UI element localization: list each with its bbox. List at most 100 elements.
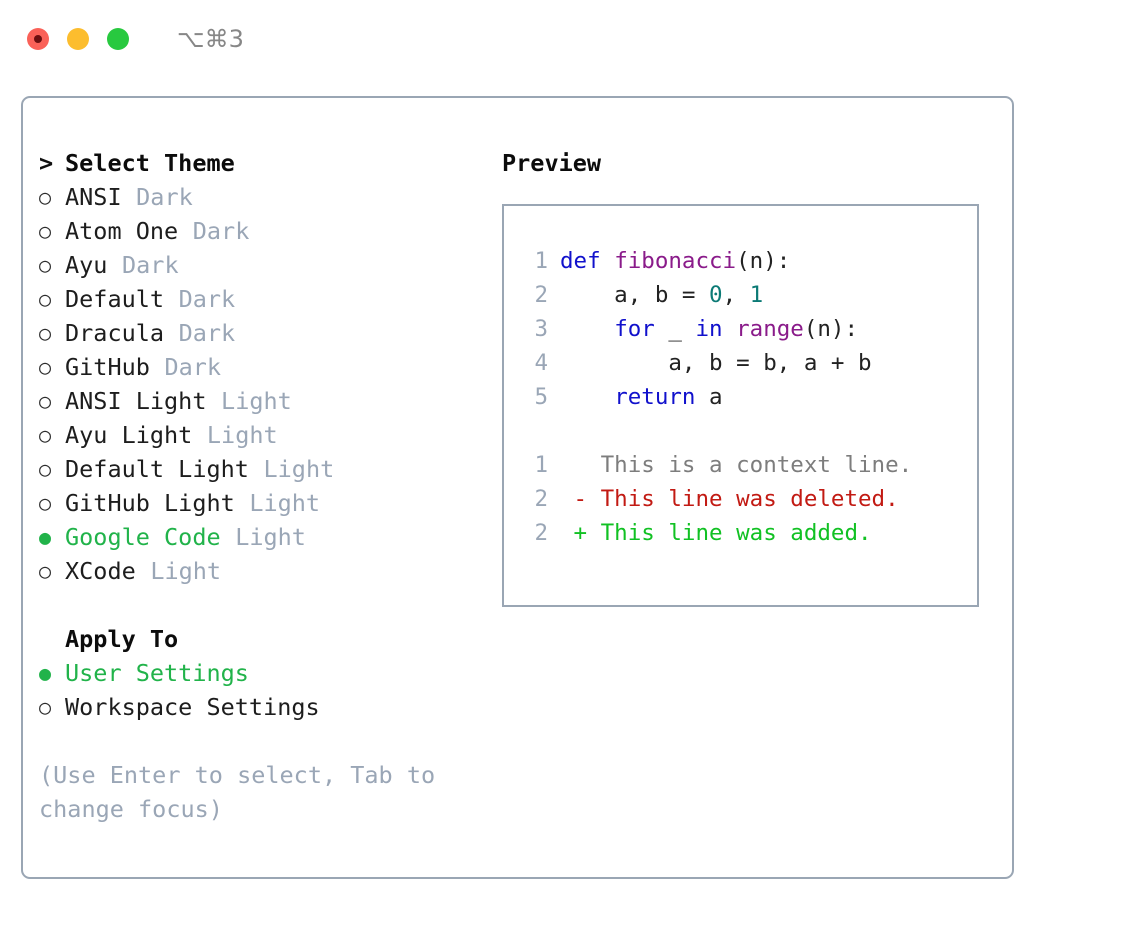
theme-name: Dracula bbox=[65, 319, 165, 347]
theme-name: Atom One bbox=[65, 217, 179, 245]
theme-name: ANSI bbox=[65, 183, 122, 211]
theme-variant-badge: Dark bbox=[178, 285, 236, 313]
line-number: 4 bbox=[534, 350, 548, 376]
line-number: 1 bbox=[534, 452, 548, 478]
line-number: 2 bbox=[534, 520, 548, 546]
code-token: This is a context line. bbox=[560, 452, 913, 478]
theme-variant-badge: Dark bbox=[192, 217, 250, 245]
maximize-window-button[interactable] bbox=[107, 28, 129, 50]
code-blank-line bbox=[504, 414, 977, 448]
theme-variant-badge: Light bbox=[150, 557, 222, 585]
apply-to-options: ●User Settings ○ Workspace Settings bbox=[39, 656, 469, 724]
radio-unselected-icon: ○ bbox=[39, 253, 52, 277]
radio-unselected-icon: ○ bbox=[39, 423, 52, 447]
theme-variant-badge: Light bbox=[249, 489, 321, 517]
theme-list-item[interactable]: ○ Ayu Light Light bbox=[39, 418, 469, 452]
theme-name: Google Code bbox=[65, 523, 221, 551]
code-line-text: This is a context line. bbox=[560, 448, 913, 482]
line-number: 5 bbox=[534, 384, 548, 410]
code-line-text: return a bbox=[560, 380, 723, 414]
code-token bbox=[560, 384, 614, 410]
radio-unselected-icon: ○ bbox=[39, 355, 52, 379]
code-token: + This line was added. bbox=[560, 520, 872, 546]
diff-line: 2 - This line was deleted. bbox=[504, 482, 977, 516]
theme-variant-badge: Dark bbox=[164, 353, 222, 381]
select-theme-header: > Select Theme bbox=[39, 146, 469, 180]
close-window-button[interactable] bbox=[27, 28, 49, 50]
recording-dot-icon bbox=[34, 35, 42, 43]
code-line: 3 for _ in range(n): bbox=[504, 312, 977, 346]
preview-title: Preview bbox=[502, 149, 602, 177]
line-number: 1 bbox=[534, 248, 548, 274]
theme-variant-badge: Light bbox=[221, 387, 292, 415]
code-token: return bbox=[614, 384, 696, 410]
code-token: , bbox=[722, 282, 750, 308]
code-line-text: def fibonacci(n): bbox=[560, 244, 790, 278]
code-token: a bbox=[695, 384, 723, 410]
code-token: range bbox=[736, 316, 804, 342]
code-token: for bbox=[614, 316, 655, 342]
code-line-text: a, b = 0, 1 bbox=[560, 278, 763, 312]
theme-variant-badge: Light bbox=[263, 455, 335, 483]
theme-list-item[interactable]: ○ ANSI Light Light bbox=[39, 384, 469, 418]
code-line: 5 return a bbox=[504, 380, 977, 414]
code-token bbox=[723, 316, 737, 342]
theme-variant-badge: Dark bbox=[122, 251, 179, 279]
code-line: 4 a, b = b, a + b bbox=[504, 346, 977, 380]
minimize-window-button[interactable] bbox=[67, 28, 89, 50]
code-token: - This line was deleted. bbox=[560, 486, 899, 512]
code-line-text: - This line was deleted. bbox=[560, 482, 899, 516]
line-number: 2 bbox=[534, 282, 548, 308]
radio-unselected-icon: ○ bbox=[39, 559, 52, 583]
code-line: 1 def fibonacci(n): bbox=[504, 244, 977, 278]
apply-to-label: Apply To bbox=[65, 625, 179, 653]
theme-name: GitHub Light bbox=[65, 489, 235, 517]
radio-unselected-icon: ○ bbox=[39, 389, 52, 413]
code-token: a, b = bbox=[560, 282, 710, 308]
line-number: 3 bbox=[534, 316, 548, 342]
code-token bbox=[601, 248, 615, 274]
keyboard-shortcut-label: ⌥⌘3 bbox=[177, 25, 244, 53]
theme-name: ANSI Light bbox=[65, 387, 207, 415]
title-bar: ⌥⌘3 bbox=[0, 0, 1140, 78]
caret-icon: > bbox=[39, 149, 54, 177]
code-token: fibonacci bbox=[614, 248, 737, 274]
code-token: in bbox=[695, 316, 723, 342]
theme-variant-badge: Light bbox=[206, 421, 278, 449]
radio-unselected-icon: ○ bbox=[39, 695, 52, 719]
window-controls bbox=[27, 28, 129, 50]
list-spacer bbox=[39, 588, 469, 622]
apply-to-option[interactable]: ●User Settings bbox=[39, 656, 469, 690]
radio-unselected-icon: ○ bbox=[39, 219, 52, 243]
theme-list-item[interactable]: ○ Atom One Dark bbox=[39, 214, 469, 248]
code-token: (n): bbox=[803, 316, 859, 342]
line-number: 2 bbox=[534, 486, 548, 512]
radio-selected-icon: ● bbox=[39, 661, 52, 685]
diff-sample: 1 This is a context line. 2 - This line w… bbox=[504, 448, 977, 550]
theme-variant-badge: Dark bbox=[178, 319, 236, 347]
apply-to-option[interactable]: ○ Workspace Settings bbox=[39, 690, 469, 724]
code-line-text: a, b = b, a + b bbox=[560, 346, 871, 380]
theme-name: Ayu Light bbox=[65, 421, 193, 449]
radio-selected-icon: ● bbox=[39, 525, 52, 549]
code-token: _ bbox=[654, 316, 696, 342]
theme-variant-badge: Dark bbox=[136, 183, 193, 211]
apply-to-option-label: Workspace Settings bbox=[65, 693, 320, 721]
code-line-text: for _ in range(n): bbox=[560, 312, 858, 346]
code-token: 1 bbox=[749, 282, 764, 308]
theme-name: Default Light bbox=[65, 455, 249, 483]
